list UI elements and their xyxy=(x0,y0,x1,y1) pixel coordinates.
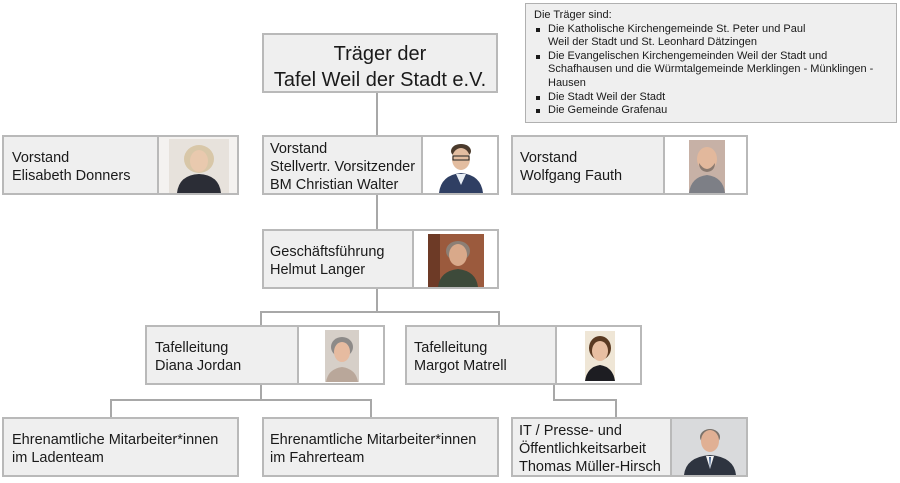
info-item-line: Hausen xyxy=(548,76,586,89)
node-line: im Ladenteam xyxy=(12,450,104,466)
node-line: Geschäftsführung xyxy=(270,244,385,260)
info-item-line: Die Katholische Kirchengemeinde St. Pete… xyxy=(548,22,806,35)
node-fahrerteam-text: Ehrenamtliche Mitarbeiter*innen im Fahre… xyxy=(270,431,476,467)
node-vorstand-left: Vorstand Elisabeth Donners xyxy=(2,135,239,195)
node-vorstand-right-text: Vorstand Wolfgang Fauth xyxy=(520,149,622,185)
connector-teams-horizontal xyxy=(110,399,372,401)
portrait-photo-mueller-hirsch xyxy=(670,419,746,475)
connector-fahrerteam-drop xyxy=(370,399,372,418)
node-vorstand-center-text: Vorstand Stellvertr. Vorsitzender BM Chr… xyxy=(270,140,415,194)
node-traeger-line2: Tafel Weil der Stadt e.V. xyxy=(273,69,487,91)
node-line: Helmut Langer xyxy=(270,262,366,278)
node-line: Thomas Müller-Hirsch xyxy=(519,459,661,475)
node-tafelleitung-left-text: Tafelleitung Diana Jordan xyxy=(155,339,241,375)
node-traeger-text: Träger der Tafel Weil der Stadt e.V. xyxy=(264,41,496,93)
node-line: BM Christian Walter xyxy=(270,177,399,193)
node-traeger: Träger der Tafel Weil der Stadt e.V. xyxy=(262,33,498,93)
person-icon xyxy=(414,231,497,287)
node-line: im Fahrerteam xyxy=(270,450,365,466)
node-it-presse: IT / Presse- und Öffentlichkeitsarbeit T… xyxy=(511,417,748,477)
portrait-photo-matrell xyxy=(555,327,640,383)
connector-tafelleitung-horizontal xyxy=(260,311,500,313)
traeger-info-box: Die Träger sind: Die Katholische Kirchen… xyxy=(525,3,897,123)
person-icon xyxy=(159,137,237,193)
node-traeger-line1: Träger der xyxy=(333,43,427,65)
node-geschaeftsfuehrung: Geschäftsführung Helmut Langer xyxy=(262,229,499,289)
info-item: Die Gemeinde Grafenau xyxy=(534,104,888,118)
node-vorstand-right: Vorstand Wolfgang Fauth xyxy=(511,135,748,195)
info-item: Die Stadt Weil der Stadt xyxy=(534,91,888,105)
info-item-line: Die Stadt Weil der Stadt xyxy=(548,90,666,103)
node-line: Elisabeth Donners xyxy=(12,168,131,184)
node-line: Wolfgang Fauth xyxy=(520,168,623,184)
portrait-photo-langer xyxy=(412,231,497,287)
node-line: Ehrenamtliche Mitarbeiter*innen xyxy=(270,432,477,448)
connector-tafelleitung-right-drop xyxy=(498,311,500,326)
connector-traeger-vorstand xyxy=(376,92,378,136)
node-tafelleitung-right-text: Tafelleitung Margot Matrell xyxy=(414,339,507,375)
node-geschaeftsfuehrung-text: Geschäftsführung Helmut Langer xyxy=(270,243,384,279)
portrait-photo-donners xyxy=(157,137,237,193)
node-line: Vorstand xyxy=(520,150,578,166)
info-item-line: Die Gemeinde Grafenau xyxy=(548,104,668,117)
connector-it-drop xyxy=(615,399,617,418)
node-fahrerteam: Ehrenamtliche Mitarbeiter*innen im Fahre… xyxy=(262,417,499,477)
node-ladenteam-text: Ehrenamtliche Mitarbeiter*innen im Laden… xyxy=(12,431,218,467)
person-icon xyxy=(665,137,746,193)
portrait-photo-jordan xyxy=(297,327,383,383)
node-ladenteam: Ehrenamtliche Mitarbeiter*innen im Laden… xyxy=(2,417,239,477)
info-item: Die Evangelischen Kirchengemeinden Weil … xyxy=(534,50,888,91)
connector-it-horizontal xyxy=(553,399,617,401)
node-line: Vorstand xyxy=(270,141,328,157)
info-item-line: Weil der Stadt und St. Leonhard Dätzinge… xyxy=(548,36,757,49)
node-tafelleitung-left: Tafelleitung Diana Jordan xyxy=(145,325,385,385)
info-item-line: Die Evangelischen Kirchengemeinden Weil … xyxy=(548,49,828,62)
connector-ladenteam-drop xyxy=(110,399,112,418)
connector-geschaeftsfuehrung-down xyxy=(376,287,378,312)
info-list: Die Katholische Kirchengemeinde St. Pete… xyxy=(534,23,888,118)
node-line: Diana Jordan xyxy=(155,358,242,374)
node-line: Stellvertr. Vorsitzender xyxy=(270,159,416,175)
info-heading: Die Träger sind: xyxy=(534,9,612,21)
connector-vorstand-geschaeftsfuehrung xyxy=(376,193,378,230)
node-tafelleitung-right: Tafelleitung Margot Matrell xyxy=(405,325,642,385)
node-line: Öffentlichkeitsarbeit xyxy=(519,441,647,457)
node-line: Ehrenamtliche Mitarbeiter*innen xyxy=(12,432,219,448)
portrait-photo-fauth xyxy=(663,137,746,193)
info-item-line: Schafhausen und die Würmtalgemeinde Merk… xyxy=(548,63,874,76)
node-line: Vorstand xyxy=(12,150,70,166)
person-icon xyxy=(557,327,640,383)
node-line: Tafelleitung xyxy=(414,340,488,356)
node-line: IT / Presse- und xyxy=(519,423,622,439)
person-icon xyxy=(299,327,383,383)
info-item: Die Katholische Kirchengemeinde St. Pete… xyxy=(534,23,888,50)
person-icon xyxy=(423,137,497,193)
node-line: Tafelleitung xyxy=(155,340,229,356)
node-line: Margot Matrell xyxy=(414,358,507,374)
connector-tafelleitung-left-down xyxy=(260,383,262,400)
node-it-presse-text: IT / Presse- und Öffentlichkeitsarbeit T… xyxy=(519,422,661,476)
portrait-photo-walter xyxy=(421,137,497,193)
node-vorstand-center: Vorstand Stellvertr. Vorsitzender BM Chr… xyxy=(262,135,499,195)
person-icon xyxy=(672,419,746,475)
connector-tafelleitung-right-down xyxy=(553,383,555,400)
connector-tafelleitung-left-drop xyxy=(260,311,262,326)
node-vorstand-left-text: Vorstand Elisabeth Donners xyxy=(12,149,131,185)
